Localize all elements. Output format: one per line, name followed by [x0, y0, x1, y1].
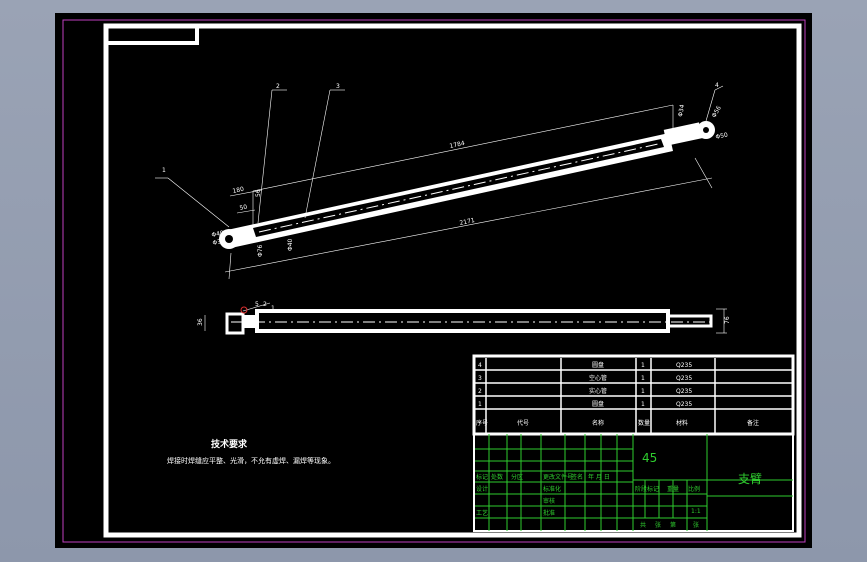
part-name: 实心管 [589, 387, 607, 395]
dim-36: 36 [197, 318, 204, 326]
dim-phi38: Φ38 [212, 238, 226, 247]
part-no: 3 [478, 375, 482, 382]
title-block: 45 支臂 标记 处数 分区 更改文件号 签名 年 月 日 设计 标准化 审核 … [473, 433, 794, 532]
part-qty: 1 [641, 375, 645, 382]
balloon-4: 4 [715, 82, 719, 89]
dim-180: 180 [232, 186, 245, 195]
header-no: 序号 [476, 419, 488, 427]
material-value: 45 [642, 451, 657, 465]
leader-line [714, 85, 724, 91]
end-block-left [225, 312, 245, 335]
dimension-line-50 [236, 209, 256, 214]
dim-5: 5 [255, 301, 259, 308]
arm-centerline [258, 143, 659, 233]
cad-drawing: 1784 2171 180 50 56 Φ40 Φ38 Φ76 Φ40 Φ56 … [62, 19, 806, 543]
balloon-3: 3 [336, 83, 340, 90]
dim-1: 1 [271, 305, 275, 312]
part-no: 4 [478, 362, 482, 369]
dimension-line-1784 [252, 104, 674, 192]
dimension-line-180 [229, 189, 263, 197]
joint-left [243, 315, 257, 328]
label-process: 工艺 [476, 509, 488, 517]
dim-phi76: Φ76 [257, 244, 264, 257]
arm-top-view: 76 36 5 2 1 [197, 301, 731, 335]
dim-2171: 2171 [459, 217, 476, 227]
leader-line [167, 177, 230, 228]
dim-1784: 1784 [449, 140, 466, 150]
end-disc-right-hole [703, 127, 709, 133]
drawing-code-box [104, 24, 199, 45]
dim-76: 76 [724, 316, 731, 324]
part-name: 圆盘 [592, 400, 604, 408]
dim-50: 50 [239, 203, 248, 211]
label-designer: 设计 [476, 485, 488, 493]
label-weight: 重量 [667, 485, 679, 493]
label-count: 处数 [491, 473, 503, 481]
leader-line [705, 89, 716, 122]
leader-line [304, 89, 331, 219]
label-reviewer: 审核 [543, 497, 555, 505]
part-no: 2 [478, 388, 482, 395]
label-zone: 分区 [511, 473, 523, 481]
drawing-frame [103, 23, 802, 538]
header-material: 材料 [676, 419, 688, 427]
part-name: 圆盘 [592, 361, 604, 369]
header-qty: 数量 [638, 419, 650, 427]
part-material: Q235 [676, 375, 692, 382]
tech-requirements-title: 技术要求 [211, 438, 248, 450]
dimension-line-2171 [224, 177, 713, 273]
label-standardization: 标准化 [543, 485, 561, 493]
tech-requirements-text: 焊接时焊缝应平整、光滑，不允有虚焊、漏焊等现象。 [167, 456, 335, 465]
leader-line [257, 89, 273, 224]
label-stage-mark: 阶段标记 [635, 485, 659, 493]
dim-phi40b: Φ40 [287, 238, 294, 251]
part-qty: 1 [641, 401, 645, 408]
part-qty: 1 [641, 362, 645, 369]
leader-line [242, 302, 271, 312]
label-mark: 标记 [476, 473, 488, 481]
dim-2: 2 [263, 301, 267, 308]
label-page-unit: 张 [693, 521, 699, 529]
label-date: 年 月 日 [588, 473, 610, 481]
label-page: 第 [670, 521, 676, 529]
extension-line [694, 157, 713, 189]
cad-viewport[interactable]: 1784 2171 180 50 56 Φ40 Φ38 Φ76 Φ40 Φ56 … [55, 13, 812, 548]
extension-line [228, 252, 232, 280]
part-name: 空心管 [589, 374, 607, 382]
part-material: Q235 [676, 362, 692, 369]
dim-phi50: Φ50 [715, 132, 729, 141]
label-approve: 批准 [543, 509, 555, 517]
balloon-1: 1 [162, 167, 166, 174]
dim-56: 56 [255, 189, 262, 197]
part-no: 1 [478, 401, 482, 408]
arm-right-rod [663, 122, 703, 146]
label-change-doc: 更改文件号 [543, 473, 573, 481]
label-ratio: 比例 [688, 485, 700, 493]
part-material: Q235 [676, 388, 692, 395]
end-disc-left-hole [225, 235, 233, 243]
part-material: Q235 [676, 401, 692, 408]
header-code: 代号 [517, 419, 529, 427]
weld-symbol [240, 306, 248, 314]
scale-value: 1:1 [691, 508, 701, 515]
balloon-2: 2 [276, 83, 280, 90]
sheet-boundary [62, 19, 806, 543]
dim-phi56: Φ56 [711, 105, 723, 119]
tube-top-view [255, 309, 670, 333]
dim-phi40: Φ40 [211, 230, 225, 239]
header-remark: 备注 [747, 419, 759, 427]
part-name-value: 支臂 [738, 472, 762, 486]
header-name: 名称 [592, 419, 604, 427]
arm-front-view: 1784 2171 180 50 56 Φ40 Φ38 Φ76 Φ40 Φ56 … [155, 82, 729, 280]
part-qty: 1 [641, 388, 645, 395]
label-sheet: 张 [655, 521, 661, 529]
rod-right [666, 314, 713, 328]
label-sheet-total: 共 [640, 521, 646, 529]
dim-phi34: Φ34 [677, 104, 686, 118]
parts-list: 4 圆盘 1 Q235 3 空心管 1 Q235 2 实心管 1 Q235 1 … [472, 354, 795, 436]
label-signature: 签名 [571, 473, 583, 481]
